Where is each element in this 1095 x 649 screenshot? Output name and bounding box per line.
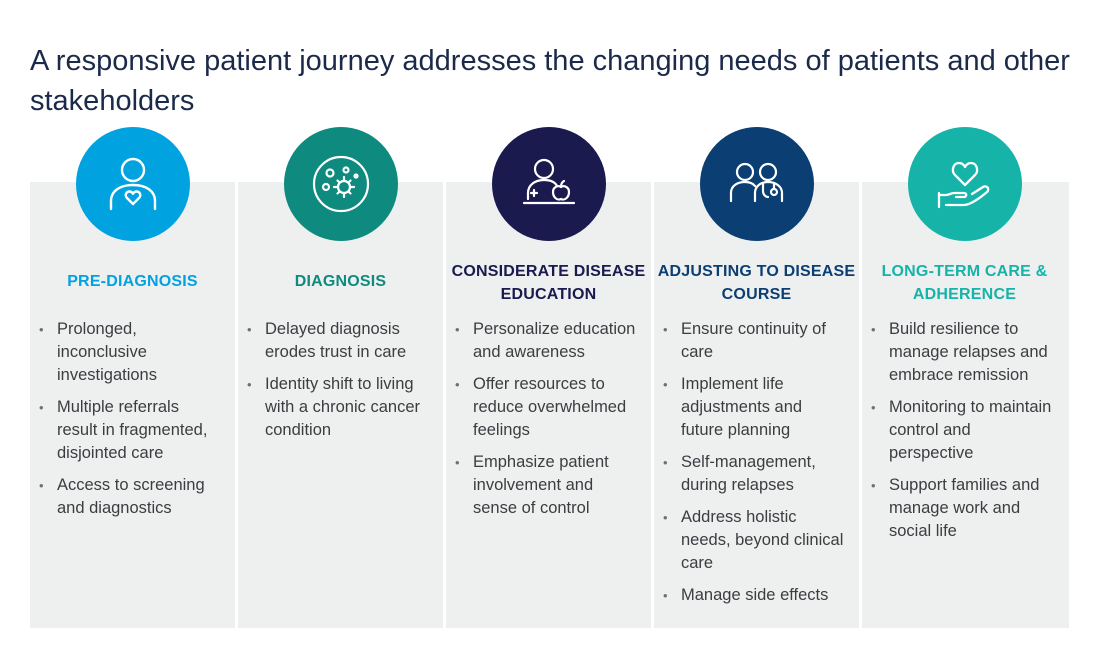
list-item: Delayed diagnosis erodes trust in care [245,318,430,364]
column-divider [443,182,446,628]
list-item: Monitoring to maintain control and persp… [869,396,1054,465]
list-item: Self-management, during relapses [661,451,846,497]
hand-heart-icon [908,127,1022,241]
list-item: Ensure continuity of care [661,318,846,364]
cell-microscope-icon [284,127,398,241]
list-item: Implement life adjustments and future pl… [661,373,846,442]
list-item: Personalize education and awareness [453,318,638,364]
list-item: Multiple referrals result in fragmented,… [37,396,222,465]
stage-title-disease-education: CONSIDERATE DISEASE EDUCATION [451,263,646,303]
person-heart-icon [76,127,190,241]
stage-title-long-term-care: LONG-TERM CARE & ADHERENCE [881,263,1048,303]
patient-doctor-icon [700,127,814,241]
stage-title-adjusting: ADJUSTING TO DISEASE COURSE [657,263,856,303]
stage-bullets-pre-diagnosis: Prolonged, inconclusive investigations M… [37,318,222,529]
list-item: Offer resources to reduce overwhelmed fe… [453,373,638,442]
teacher-apple-icon [492,127,606,241]
list-item: Build resilience to manage relapses and … [869,318,1054,387]
list-item: Address holistic needs, beyond clinical … [661,506,846,575]
stage-bullets-diagnosis: Delayed diagnosis erodes trust in care I… [245,318,430,451]
list-item: Prolonged, inconclusive investigations [37,318,222,387]
list-item: Manage side effects [661,584,846,607]
list-item: Identity shift to living with a chronic … [245,373,430,442]
stage-bullets-disease-education: Personalize education and awareness Offe… [453,318,638,529]
list-item: Access to screening and diagnostics [37,474,222,520]
stage-bullets-adjusting: Ensure continuity of care Implement life… [661,318,846,616]
stage-title-diagnosis: DIAGNOSIS [294,273,387,290]
list-item: Emphasize patient involvement and sense … [453,451,638,520]
column-divider [235,182,238,628]
column-divider [859,182,862,628]
stage-title-pre-diagnosis: PRE-DIAGNOSIS [67,273,198,290]
list-item: Support families and manage work and soc… [869,474,1054,543]
stage-bullets-long-term-care: Build resilience to manage relapses and … [869,318,1054,552]
column-divider [651,182,654,628]
page-title: A responsive patient journey addresses t… [30,45,1070,118]
